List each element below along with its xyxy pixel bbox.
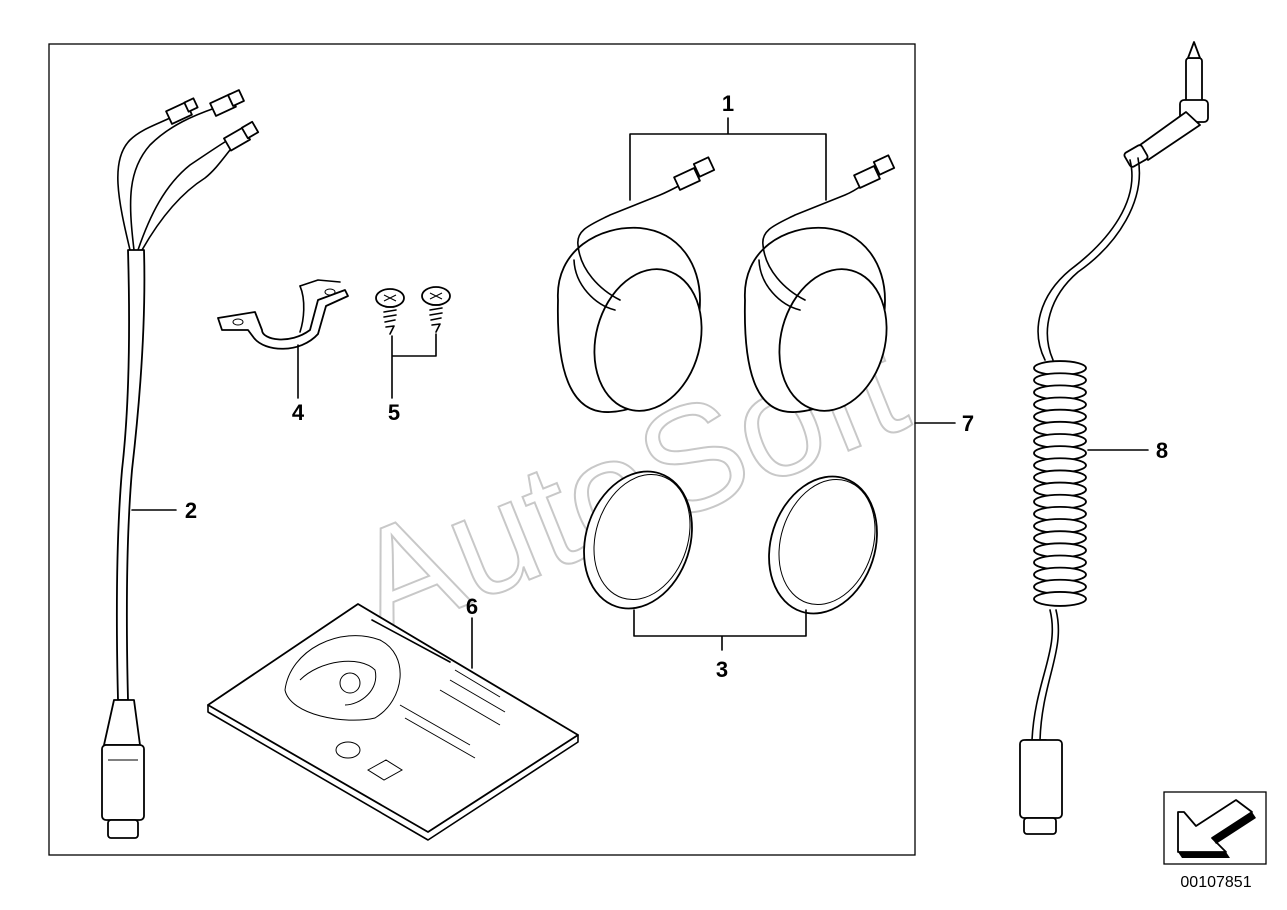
kit-frame	[48, 43, 916, 856]
callout-3: 3	[716, 657, 728, 682]
part-6-instructions	[207, 603, 579, 841]
part-8-coiled-cable	[1019, 41, 1209, 835]
callout-6: 6	[466, 594, 478, 619]
leader-lines	[131, 117, 1149, 669]
callout-5: 5	[388, 400, 400, 425]
coil-turn	[1033, 591, 1087, 607]
callout-1: 1	[722, 91, 734, 116]
callout-8: 8	[1156, 438, 1168, 463]
diagram-number: 00107851	[1180, 874, 1251, 891]
part-1-speakers	[557, 154, 896, 413]
part-2-wiring-harness	[101, 89, 260, 839]
part-5-screws	[375, 286, 451, 335]
part-3-covers	[583, 470, 878, 615]
callout-2: 2	[185, 498, 197, 523]
callout-4: 4	[292, 400, 305, 425]
coil-spring	[1033, 360, 1087, 607]
arrow-down-left-icon	[1163, 791, 1267, 865]
callout-7: 7	[962, 411, 974, 436]
part-4-bracket	[217, 279, 349, 350]
